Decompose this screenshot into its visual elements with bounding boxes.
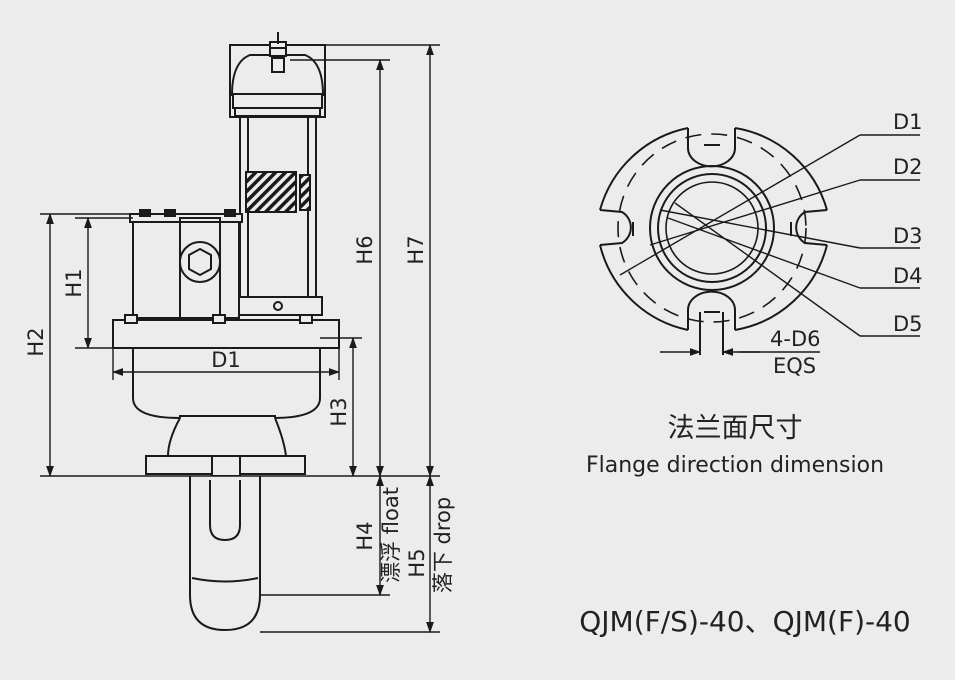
- flange-caption-chinese: 法兰面尺寸: [668, 413, 803, 444]
- terminal-cap: [229, 32, 326, 118]
- label-h6: H6: [353, 235, 377, 264]
- flange-caption-english: Flange direction dimension: [586, 453, 884, 478]
- label-d1-main: D1: [211, 348, 241, 372]
- device-side-view: [112, 32, 340, 632]
- flange-label-d3: D3: [893, 224, 923, 248]
- model-name: QJM(F/S)-40、QJM(F)-40: [579, 605, 911, 638]
- flange-top-view: [599, 127, 828, 355]
- mounting-flange: [112, 314, 340, 349]
- junction-box: [129, 209, 243, 319]
- flange-labels: D1 D2 D3 D4 D5 4-D6 EQS: [770, 110, 923, 378]
- label-h1: H1: [62, 268, 86, 297]
- label-h2: H2: [24, 327, 48, 356]
- float-tube: [189, 476, 261, 632]
- hole-eqs-label: EQS: [773, 354, 816, 378]
- label-h4: H4: [353, 521, 377, 550]
- label-h7: H7: [404, 235, 428, 264]
- hole-spec-label: 4-D6: [770, 327, 820, 351]
- side-dimension-labels: H2 H1 D1 H3 H6 H7 H4 漂浮 float H5 落下 drop: [24, 235, 455, 593]
- flange-leaders: [619, 134, 920, 356]
- housing-bowl: [132, 347, 321, 477]
- flange-label-d5: D5: [893, 312, 923, 336]
- label-h3: H3: [327, 397, 351, 426]
- switch-tube: [235, 116, 323, 316]
- flange-label-d4: D4: [893, 264, 923, 288]
- label-h5: H5: [405, 548, 429, 577]
- label-float: 漂浮 float: [379, 487, 403, 583]
- side-dimensions: [40, 43, 440, 634]
- label-drop: 落下 drop: [431, 497, 455, 593]
- flange-label-d2: D2: [893, 155, 923, 179]
- flange-label-d1: D1: [893, 110, 923, 134]
